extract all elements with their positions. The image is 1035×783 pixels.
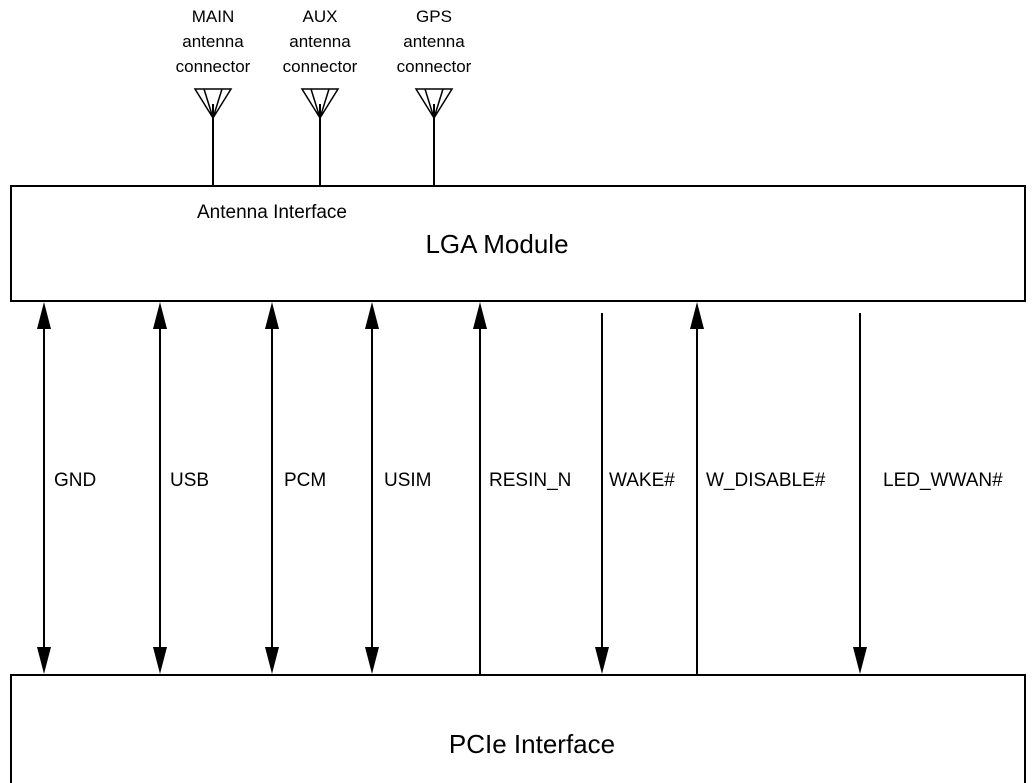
antenna-main-label-line: MAIN	[192, 7, 235, 26]
arrowhead-down-icon	[595, 647, 609, 674]
antenna-main-label-line: antenna	[182, 32, 244, 51]
signal-resin-n-label: RESIN_N	[489, 470, 571, 491]
arrowhead-down-icon	[265, 647, 279, 674]
arrowhead-up-icon	[473, 302, 487, 329]
signal-group: GND USB PCM USIM RESIN_N WAKE# W_DISABLE# LED_W…	[37, 302, 1003, 675]
signal-resin-n: RESIN_N	[473, 302, 571, 675]
signal-w-disable-label: W_DISABLE#	[706, 470, 826, 491]
antenna-gps: GPS antenna connector	[397, 7, 472, 186]
signal-pcm: PCM	[265, 302, 326, 674]
antenna-main: MAIN antenna connector	[176, 7, 251, 186]
signal-wake-label: WAKE#	[609, 470, 675, 491]
arrowhead-up-icon	[153, 302, 167, 329]
antenna-group: MAINantennaconnectorAUXantennaconnectorG…	[176, 7, 472, 186]
lga-module-title: LGA Module	[425, 229, 568, 259]
antenna-gps-label-line: connector	[397, 57, 472, 76]
signal-usb: USB	[153, 302, 209, 674]
arrowhead-down-icon	[365, 647, 379, 674]
arrowhead-up-icon	[365, 302, 379, 329]
lga-module-box	[10, 185, 1026, 302]
antenna-interface-label: Antenna Interface	[197, 202, 347, 223]
antenna-aux-label-line: antenna	[289, 32, 351, 51]
signal-gnd: GND	[37, 302, 96, 674]
arrowhead-down-icon	[853, 647, 867, 674]
signal-gnd-label: GND	[54, 470, 96, 491]
signal-usim-label: USIM	[384, 470, 432, 491]
pcie-interface: PCIe Interface	[10, 674, 1026, 783]
antenna-gps-label-line: antenna	[403, 32, 465, 51]
signal-w-disable: W_DISABLE#	[690, 302, 826, 675]
pcie-interface-box	[10, 674, 1026, 783]
signal-usim: USIM	[365, 302, 432, 674]
signal-usb-label: USB	[170, 470, 209, 491]
arrowhead-down-icon	[153, 647, 167, 674]
signal-wake: WAKE#	[595, 313, 675, 674]
signal-led-wwan-label: LED_WWAN#	[883, 470, 1003, 491]
lga-module: Antenna Interface LGA Module	[10, 185, 1026, 302]
signal-led-wwan: LED_WWAN#	[853, 313, 1003, 674]
arrowhead-up-icon	[265, 302, 279, 329]
antenna-main-label-line: connector	[176, 57, 251, 76]
antenna-aux-label-line: connector	[283, 57, 358, 76]
arrowhead-up-icon	[37, 302, 51, 329]
pcie-interface-title: PCIe Interface	[449, 729, 615, 759]
antenna-aux: AUX antenna connector	[283, 7, 358, 186]
signal-pcm-label: PCM	[284, 470, 326, 491]
arrowhead-down-icon	[37, 647, 51, 674]
antenna-gps-label-line: GPS	[416, 7, 452, 26]
arrowhead-up-icon	[690, 302, 704, 329]
antenna-aux-label-line: AUX	[303, 7, 338, 26]
